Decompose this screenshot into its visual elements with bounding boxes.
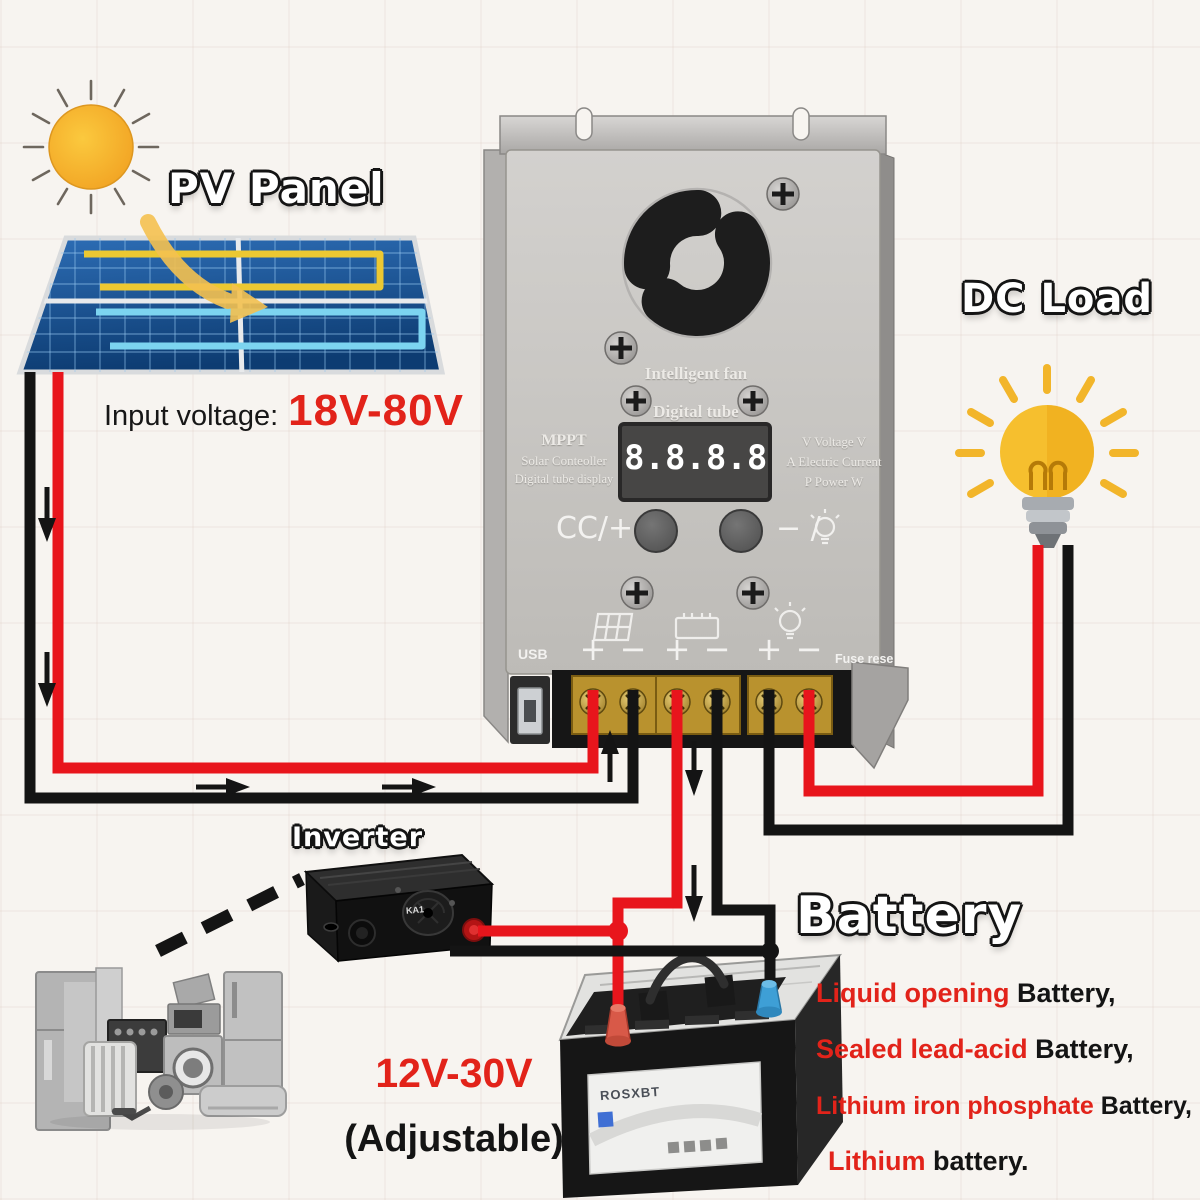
- controller-left-text: MPPT Solar Conteoller Digital tube displ…: [498, 431, 630, 488]
- solar-controller-label: Solar Conteoller: [521, 453, 607, 468]
- battery-type-red: Lithium iron phosphate: [816, 1092, 1094, 1120]
- side-fin: [851, 661, 909, 770]
- dc-load-title: DC Load: [960, 276, 1154, 322]
- segment-display: [618, 422, 772, 502]
- charge-controller-illustration: [483, 107, 909, 770]
- mount-slot: [792, 107, 810, 141]
- battery-positive-post: [605, 1004, 631, 1047]
- battery-type-black: Battery,: [1027, 1034, 1134, 1064]
- sunlight-arrow: [140, 214, 268, 323]
- minus-dim-button: [719, 509, 763, 553]
- mount-slot: [575, 107, 593, 141]
- pv-panel-title: PV Panel: [168, 164, 385, 213]
- flow-arrows: [38, 487, 703, 922]
- fan-label: Intelligent fan: [644, 364, 748, 383]
- battery-type-black: battery.: [925, 1146, 1029, 1176]
- pv-minus-sign: −: [619, 630, 647, 668]
- cc-plus-button: [634, 509, 678, 553]
- power-legend: P Power W: [804, 474, 864, 489]
- dim-bulb-icon: [810, 509, 840, 545]
- screws: [604, 177, 800, 610]
- fan-icon: [621, 187, 773, 339]
- battery-type-line: Lithium battery.: [828, 1146, 1029, 1177]
- pv-positive-wire: [52, 372, 599, 774]
- pv-plus-sign: +: [579, 630, 607, 668]
- radiator-illustration: [83, 1041, 137, 1117]
- current-legend: A Electric Current: [786, 454, 882, 469]
- controller-right-text: V Voltage V A Electric Current P Power W: [766, 432, 902, 492]
- battery-illustration: [558, 953, 843, 1198]
- vacuum-illustration: [112, 1074, 184, 1121]
- usb-port: [510, 676, 550, 744]
- battery-type-black: Battery,: [1093, 1092, 1192, 1120]
- usb-label: USB: [518, 646, 548, 662]
- battery-negative-post: [756, 980, 782, 1018]
- battery-adjustable: (Adjustable): [344, 1118, 564, 1160]
- battery-type-line: Lithium iron phosphate Battery,: [816, 1092, 1192, 1121]
- junction-dot-positive: [608, 921, 628, 941]
- input-voltage-row: Input voltage: 18V-80V: [104, 386, 464, 436]
- bulb-icon: [774, 602, 806, 640]
- battery-handle: [645, 953, 729, 1005]
- load-negative-wire: [763, 545, 1074, 836]
- battery-minus-sign: −: [703, 630, 731, 668]
- appliances-illustration: [35, 967, 287, 1131]
- battery-title: Battery: [796, 886, 1023, 946]
- battery-type-line: Liquid opening Battery,: [816, 978, 1116, 1009]
- load-minus-sign: −: [795, 630, 823, 668]
- wiring: [24, 372, 1074, 1008]
- load-bulb-illustration: [955, 364, 1139, 548]
- battery-type-black: Battery,: [1009, 978, 1116, 1008]
- load-plus-sign: +: [755, 630, 783, 668]
- sun-icon: [22, 79, 160, 215]
- cc-plus-label: CC/+: [556, 511, 634, 546]
- inverter-dashed-link: [155, 873, 305, 957]
- solar-grid-icon: [592, 612, 634, 642]
- mppt-label: MPPT: [541, 432, 587, 449]
- digital-tube-display-label: Digital tube display: [514, 472, 614, 486]
- battery-icon: [674, 613, 720, 640]
- terminal-block: [510, 661, 909, 770]
- battery-plus-sign: +: [663, 630, 691, 668]
- junction-dot-negative: [761, 942, 779, 960]
- battery-posts: [605, 980, 782, 1047]
- inverter-badge: KA1: [405, 904, 425, 916]
- voltage-legend: V Voltage V: [801, 434, 867, 449]
- inverter-illustration: [303, 853, 495, 963]
- input-voltage-value: 18V-80V: [288, 386, 464, 435]
- minus-dim-label: − /: [776, 511, 821, 546]
- display-label: Digital tube: [653, 402, 739, 421]
- pv-negative-wire: [24, 372, 639, 804]
- fuse-label: Fuse rese: [835, 652, 894, 666]
- battery-type-line: Sealed lead-acid Battery,: [816, 1034, 1134, 1065]
- battery-voltage: 12V-30V: [375, 1050, 533, 1096]
- input-voltage-label: Input voltage:: [104, 400, 279, 432]
- inverter-title: Inverter: [292, 822, 424, 853]
- battery-type-red: Liquid opening: [816, 978, 1010, 1008]
- battery-type-red: Lithium: [828, 1146, 926, 1176]
- load-positive-wire: [803, 545, 1044, 797]
- battery-type-red: Sealed lead-acid: [816, 1034, 1028, 1064]
- display-value: 8.8.8.8: [624, 438, 768, 478]
